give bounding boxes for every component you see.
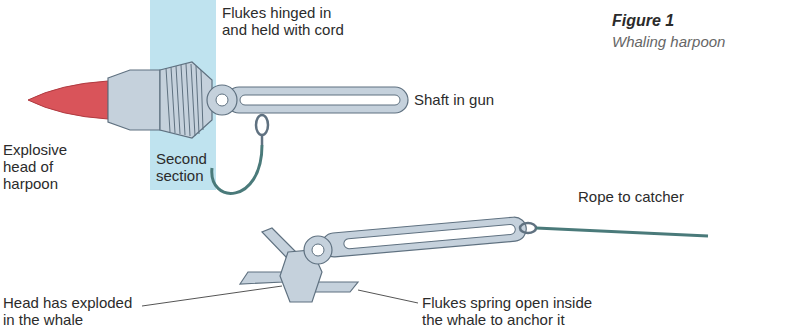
rope (536, 228, 708, 236)
part-label: Explosive head of harpoon (3, 141, 77, 192)
shaft-slot (240, 95, 400, 105)
folded-flukes (160, 62, 212, 138)
rope-link (256, 115, 268, 135)
cord-windings (166, 64, 203, 136)
explosive-head (28, 81, 108, 119)
part-label: Head has exploded in the whale (3, 294, 135, 328)
shaft-slot (343, 224, 515, 249)
head-body (108, 70, 160, 130)
fluke (314, 282, 358, 292)
part-label: Shaft in gun (414, 91, 494, 108)
shaft (321, 216, 527, 258)
rope-eye (520, 223, 536, 233)
eye-ring (304, 236, 332, 264)
shaft (226, 87, 408, 113)
figure-caption: Whaling harpoon (612, 33, 725, 50)
leader-line (358, 290, 418, 303)
leader-line (142, 286, 282, 306)
eye-hole (216, 94, 228, 106)
part-label: Rope to catcher (578, 188, 684, 205)
rope (212, 145, 262, 193)
fluke (240, 272, 286, 284)
part-label: Flukes spring open inside the whale to a… (422, 294, 606, 328)
section-label: Second section (156, 150, 212, 184)
eye-ring (207, 85, 237, 115)
part-label: Flukes hinged in and held with cord (222, 4, 356, 38)
figure-number: Figure 1 (612, 12, 674, 29)
